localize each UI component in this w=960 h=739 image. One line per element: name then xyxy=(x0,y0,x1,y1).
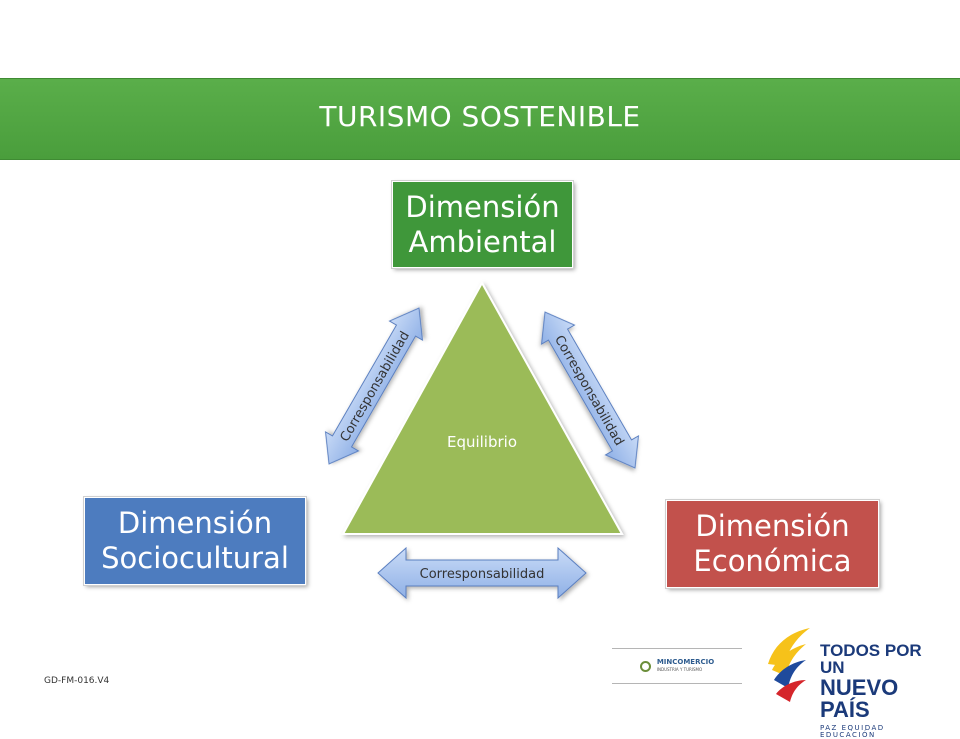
flag-swoosh-icon xyxy=(768,628,810,702)
mincomercio-logo: MINCOMERCIO INDUSTRIA Y TURISMO xyxy=(612,648,742,684)
diagram-canvas: Equilibrio Corresponsabilidad Correspons… xyxy=(324,280,640,600)
page-title: TURISMO SOSTENIBLE xyxy=(319,99,641,133)
dimension-ambiental-line1: Dimensión xyxy=(405,189,560,224)
equilibrium-triangle xyxy=(341,280,624,535)
mincomercio-name: MINCOMERCIO xyxy=(656,658,715,666)
dimension-ambiental-line2: Ambiental xyxy=(408,224,557,259)
slogan-logo: TODOS POR UN NUEVO PAÍS PAZ EQUIDAD EDUC… xyxy=(760,624,940,739)
dimension-sociocultural-line1: Dimensión xyxy=(117,506,273,540)
document-code: GD-FM-016.V4 xyxy=(44,676,110,686)
triangle-label: Equilibrio xyxy=(447,433,517,451)
slogan-line2: NUEVO PAÍS xyxy=(820,675,899,722)
dimension-economica-box: Dimensión Económica xyxy=(665,499,880,589)
dimension-economica-line1: Dimensión xyxy=(695,509,850,543)
mincomercio-sub: INDUSTRIA Y TURISMO xyxy=(656,667,703,672)
dimension-ambiental-box: Dimensión Ambiental xyxy=(391,180,574,269)
slogan-line3: PAZ EQUIDAD EDUCACIÓN xyxy=(820,724,885,739)
dimension-sociocultural-box: Dimensión Sociocultural xyxy=(83,496,307,586)
dimension-economica-line2: Económica xyxy=(693,544,852,578)
seal-icon xyxy=(639,660,651,672)
arrow-bottom-label: Corresponsabilidad xyxy=(420,567,545,582)
slogan-line1: TODOS POR UN xyxy=(820,641,922,677)
arrow-bottom: Corresponsabilidad xyxy=(377,546,587,600)
dimension-sociocultural-line2: Sociocultural xyxy=(101,541,289,575)
title-banner: TURISMO SOSTENIBLE xyxy=(0,78,960,160)
